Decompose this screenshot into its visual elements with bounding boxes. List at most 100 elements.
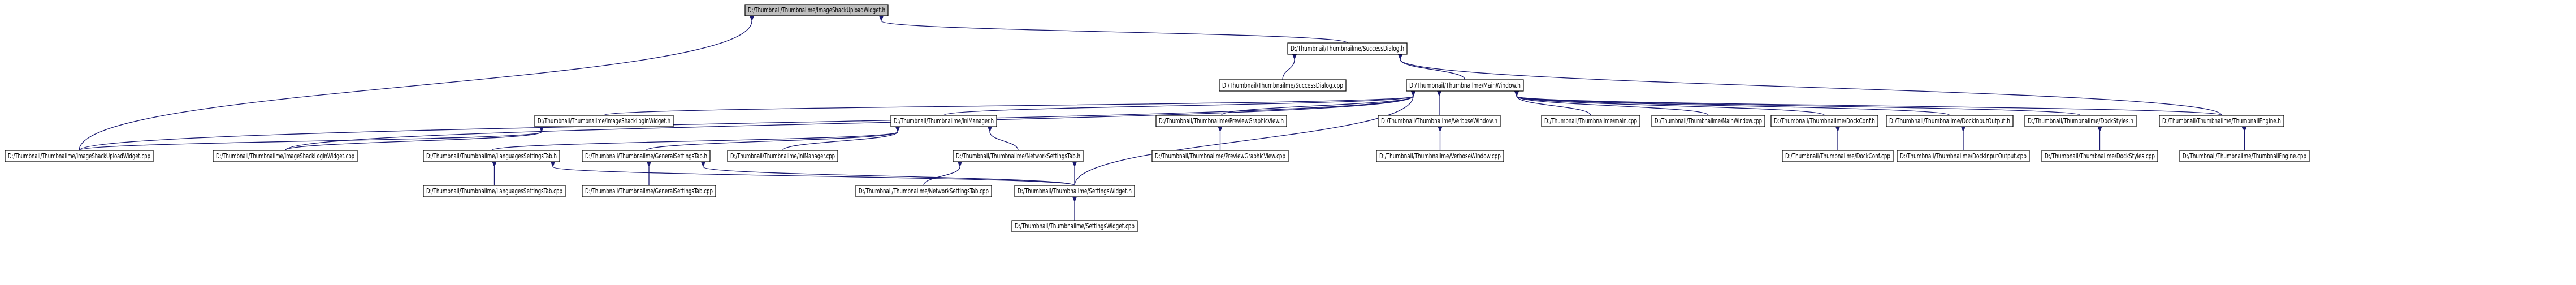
node-imageshack-login-widget-cpp[interactable]: D:/Thumbnail/Thumbnailme/ImageShackLogin…: [213, 150, 358, 162]
node-settings-widget-cpp[interactable]: D:/Thumbnail/Thumbnailme/SettingsWidget.…: [1011, 220, 1138, 232]
node-label: D:/Thumbnail/Thumbnailme/IniManager.h: [894, 117, 994, 125]
node-dock-input-output-cpp[interactable]: D:/Thumbnail/Thumbnailme/DockInputOutput…: [1897, 150, 2030, 162]
node-box[interactable]: [534, 115, 674, 127]
node-network-settings-tab-h[interactable]: D:/Thumbnail/Thumbnailme/NetworkSettings…: [953, 150, 1084, 162]
edge-arrow: [1282, 54, 1297, 80]
node-label: D:/Thumbnail/Thumbnailme/ThumbnailEngine…: [2183, 152, 2306, 160]
node-layer: D:/Thumbnail/Thumbnailme/ImageShackUploa…: [5, 4, 2310, 232]
node-box[interactable]: [213, 150, 358, 162]
node-verbose-window-cpp[interactable]: D:/Thumbnail/Thumbnailme/VerboseWindow.c…: [1376, 150, 1504, 162]
node-languages-settings-tab-cpp[interactable]: D:/Thumbnail/Thumbnailme/LanguagesSettin…: [423, 185, 566, 197]
node-settings-widget-h[interactable]: D:/Thumbnail/Thumbnailme/SettingsWidget.…: [1014, 185, 1135, 197]
node-box[interactable]: [1376, 150, 1504, 162]
edge-thumbnail_engine_h-to-success_dialog_h: [1397, 54, 2222, 116]
node-preview-graphic-view-h[interactable]: D:/Thumbnail/Thumbnailme/PreviewGraphicV…: [1155, 115, 1287, 127]
node-dock-conf-h[interactable]: D:/Thumbnail/Thumbnailme/DockConf.h: [1770, 115, 1878, 127]
node-label: D:/Thumbnail/Thumbnailme/SuccessDialog.h: [1291, 45, 1404, 53]
edge-arrow: [79, 15, 755, 151]
node-network-settings-tab-cpp[interactable]: D:/Thumbnail/Thumbnailme/NetworkSettings…: [855, 185, 992, 197]
edge-settings_widget_h-to-general_settings_tab_h: [700, 161, 1075, 186]
node-main-window-h[interactable]: D:/Thumbnail/Thumbnailme/MainWindow.h: [1406, 79, 1524, 92]
node-box[interactable]: [582, 150, 711, 162]
node-box[interactable]: [1151, 150, 1289, 162]
node-box[interactable]: [1219, 79, 1347, 92]
edge-imageshack_login_widget_cpp-to-main_window_h: [284, 90, 1416, 151]
edge-imageshack_upload_widget_cpp-to-main_window_h: [79, 90, 1416, 151]
edge-arrow: [284, 126, 544, 151]
edge-arrow: [491, 126, 900, 151]
node-label: D:/Thumbnail/Thumbnailme/main.cpp: [1544, 117, 1637, 125]
node-imageshack-login-widget-h[interactable]: D:/Thumbnail/Thumbnailme/ImageShackLogin…: [534, 115, 674, 127]
node-box[interactable]: [855, 185, 992, 197]
node-dock-input-output-h[interactable]: D:/Thumbnail/Thumbnailme/DockInputOutput…: [1886, 115, 2014, 127]
edge-arrow: [79, 90, 1416, 151]
node-label: D:/Thumbnail/Thumbnailme/ImageShackLogin…: [538, 117, 670, 125]
node-box[interactable]: [2024, 115, 2137, 127]
node-box[interactable]: [1011, 220, 1138, 232]
node-label: D:/Thumbnail/Thumbnailme/LanguagesSettin…: [426, 152, 557, 160]
node-label: D:/Thumbnail/Thumbnailme/NetworkSettings…: [859, 187, 989, 195]
node-box[interactable]: [1897, 150, 2030, 162]
node-label: D:/Thumbnail/Thumbnailme/GeneralSettings…: [585, 187, 713, 195]
node-label: D:/Thumbnail/Thumbnailme/ImageShackLogin…: [216, 152, 354, 160]
edge-arrow: [782, 126, 900, 151]
node-dock-styles-cpp[interactable]: D:/Thumbnail/Thumbnailme/DockStyles.cpp: [2041, 150, 2158, 162]
node-success-dialog-h[interactable]: D:/Thumbnail/Thumbnailme/SuccessDialog.h: [1287, 42, 1408, 55]
node-box[interactable]: [423, 150, 560, 162]
edge-arrow: [700, 161, 1075, 186]
node-box[interactable]: [890, 115, 997, 127]
node-label: D:/Thumbnail/Thumbnailme/MainWindow.h: [1409, 81, 1521, 89]
edge-imageshack_login_widget_cpp-to-imageshack_login_widget_h: [284, 126, 544, 151]
node-thumbnail-engine-cpp[interactable]: D:/Thumbnail/Thumbnailme/ThumbnailEngine…: [2179, 150, 2310, 162]
node-box[interactable]: [1014, 185, 1135, 197]
node-dock-styles-h[interactable]: D:/Thumbnail/Thumbnailme/DockStyles.h: [2024, 115, 2137, 127]
node-languages-settings-tab-h[interactable]: D:/Thumbnail/Thumbnailme/LanguagesSettin…: [423, 150, 560, 162]
edge-general_settings_tab_h-to-ini_manager_h: [646, 126, 900, 151]
node-imageshack-upload-widget-h[interactable]: D:/Thumbnail/Thumbnailme/ImageShackUploa…: [744, 4, 889, 16]
node-label: D:/Thumbnail/Thumbnailme/DockConf.h: [1774, 117, 1875, 125]
edge-dock_input_output_h-to-main_window_h: [1514, 90, 1950, 116]
node-box[interactable]: [2041, 150, 2158, 162]
edge-arrow: [1514, 90, 2222, 116]
node-box[interactable]: [1770, 115, 1878, 127]
node-general-settings-tab-h[interactable]: D:/Thumbnail/Thumbnailme/GeneralSettings…: [582, 150, 711, 162]
edge-arrow: [1514, 90, 1709, 116]
edge-arrow: [1514, 90, 1825, 116]
node-main-window-cpp[interactable]: D:/Thumbnail/Thumbnailme/MainWindow.cpp: [1651, 115, 1765, 127]
node-box[interactable]: [953, 150, 1084, 162]
node-ini-manager-cpp[interactable]: D:/Thumbnail/Thumbnailme/IniManager.cpp: [727, 150, 838, 162]
node-box[interactable]: [582, 185, 716, 197]
node-box[interactable]: [1287, 42, 1408, 55]
node-box[interactable]: [1651, 115, 1765, 127]
node-box[interactable]: [2179, 150, 2310, 162]
node-preview-graphic-view-cpp[interactable]: D:/Thumbnail/Thumbnailme/PreviewGraphicV…: [1151, 150, 1289, 162]
node-box[interactable]: [423, 185, 566, 197]
node-box[interactable]: [744, 4, 889, 16]
node-thumbnail-engine-h[interactable]: D:/Thumbnail/Thumbnailme/ThumbnailEngine…: [2159, 115, 2284, 127]
edge-ini_manager_h-to-main_window_h: [943, 90, 1416, 116]
edge-arrow: [1397, 54, 1466, 80]
node-imageshack-upload-widget-cpp[interactable]: D:/Thumbnail/Thumbnailme/ImageShackUploa…: [5, 150, 154, 162]
edge-arrow: [603, 90, 1416, 116]
node-box[interactable]: [1378, 115, 1501, 127]
node-box[interactable]: [2159, 115, 2284, 127]
node-dock-conf-cpp[interactable]: D:/Thumbnail/Thumbnailme/DockConf.cpp: [1782, 150, 1894, 162]
node-success-dialog-cpp[interactable]: D:/Thumbnail/Thumbnailme/SuccessDialog.c…: [1219, 79, 1347, 92]
node-box[interactable]: [727, 150, 838, 162]
node-box[interactable]: [1541, 115, 1640, 127]
node-label: D:/Thumbnail/Thumbnailme/DockStyles.cpp: [2045, 152, 2155, 160]
node-box[interactable]: [1406, 79, 1524, 92]
node-ini-manager-h[interactable]: D:/Thumbnail/Thumbnailme/IniManager.h: [890, 115, 997, 127]
node-label: D:/Thumbnail/Thumbnailme/NetworkSettings…: [956, 152, 1080, 160]
edge-arrow: [550, 161, 1075, 186]
node-main-cpp[interactable]: D:/Thumbnail/Thumbnailme/main.cpp: [1541, 115, 1640, 127]
node-box[interactable]: [1782, 150, 1894, 162]
node-verbose-window-h[interactable]: D:/Thumbnail/Thumbnailme/VerboseWindow.h: [1378, 115, 1501, 127]
node-box[interactable]: [1886, 115, 2014, 127]
node-box[interactable]: [5, 150, 154, 162]
node-general-settings-tab-cpp[interactable]: D:/Thumbnail/Thumbnailme/GeneralSettings…: [582, 185, 716, 197]
edge-settings_widget_h-to-languages_settings_tab_h: [550, 161, 1075, 186]
node-box[interactable]: [1155, 115, 1287, 127]
edge-main_window_h-to-success_dialog_h: [1397, 54, 1466, 80]
